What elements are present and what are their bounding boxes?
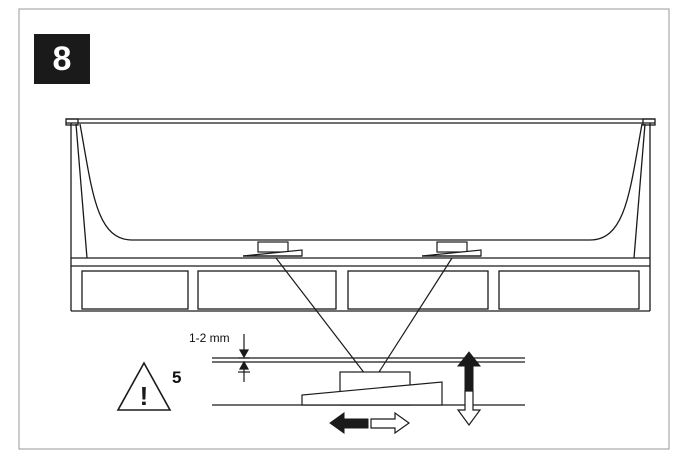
arrow-left-icon [329, 412, 369, 434]
gap-dimension-marker [238, 334, 250, 382]
basin-body [65, 118, 656, 312]
step-number-badge: 8 [34, 34, 90, 84]
arrow-down-icon [456, 390, 482, 427]
basin-wedges [242, 241, 482, 257]
arrow-up-icon [456, 351, 482, 391]
warning-triangle-icon: ! [116, 361, 172, 411]
gap-dimension-label: 1-2 mm [189, 331, 230, 345]
detail-view [212, 357, 525, 406]
diagram-frame [18, 8, 670, 450]
warning-exclamation: ! [140, 381, 149, 411]
arrow-right-icon [370, 411, 411, 435]
warning-reference-number: 5 [172, 368, 182, 387]
detail-leader-lines [275, 257, 453, 384]
